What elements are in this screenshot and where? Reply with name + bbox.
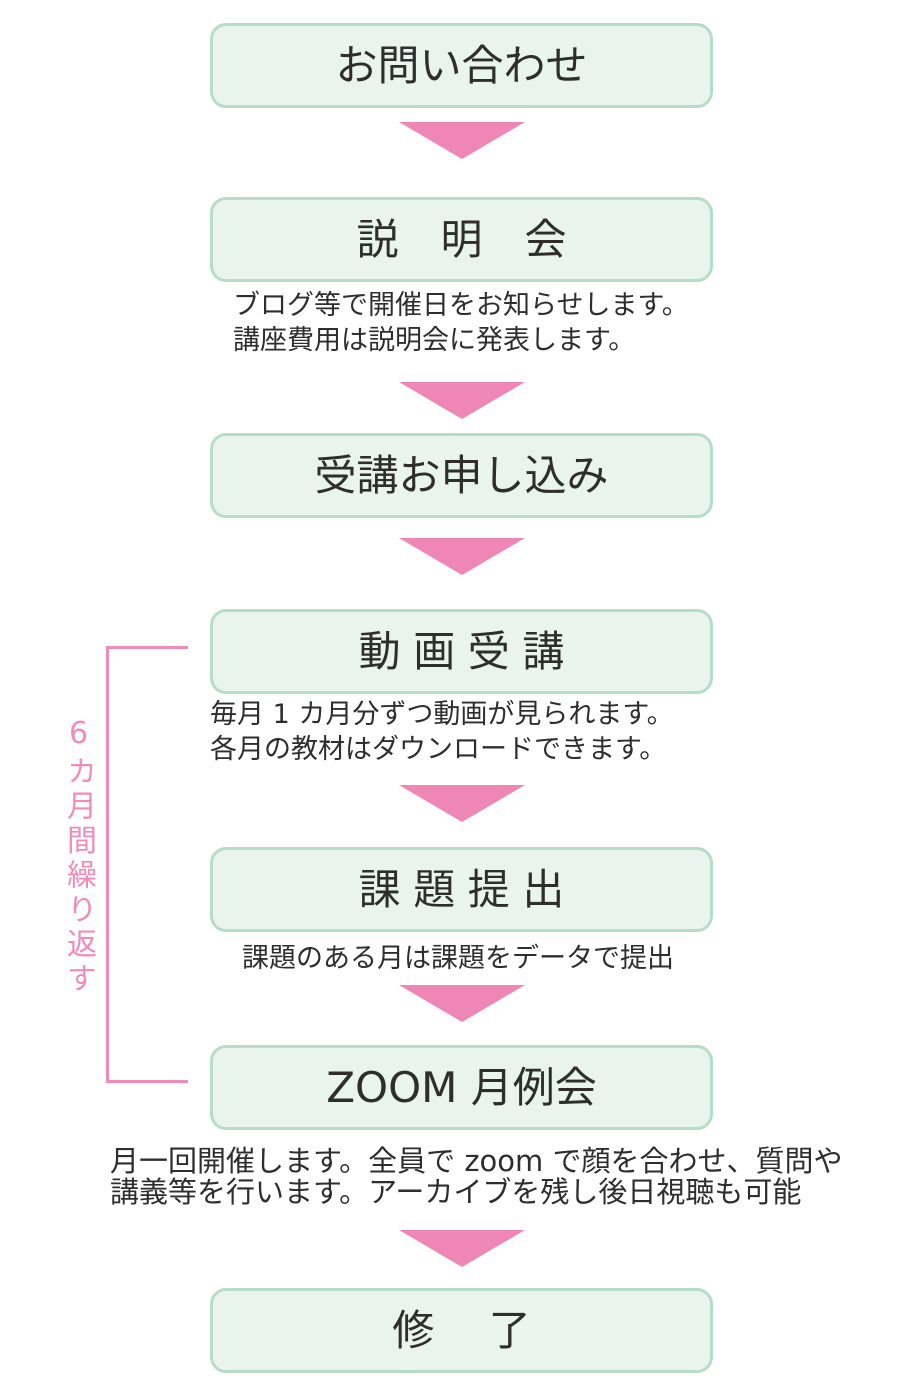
repeat-duration-label: 6カ月間繰り返す xyxy=(61,716,96,997)
arrow-down-icon xyxy=(399,122,525,159)
assignment-caption: 課題のある月は課題をデータで提出 xyxy=(242,941,674,976)
caption-line: 課題のある月は課題をデータで提出 xyxy=(242,943,674,974)
step-title-assignment: 課題提出 xyxy=(358,864,577,914)
caption-line: 講座費用は説明会に発表します。 xyxy=(233,325,636,356)
step-title-zoom-meeting: ZOOM 月例会 xyxy=(326,1062,597,1112)
step-box-info-session: 説明会 xyxy=(210,197,713,282)
arrow-down-icon xyxy=(399,382,525,419)
caption-line: 講義等を行います。アーカイブを残し後日視聴も可能 xyxy=(110,1175,802,1209)
step-title-info-session: 説明会 xyxy=(356,214,609,264)
step-title-video-course: 動画受講 xyxy=(358,626,577,676)
step-title-application: 受講お申し込み xyxy=(314,450,609,500)
step-box-inquiry: お問い合わせ xyxy=(210,23,713,108)
arrow-down-icon xyxy=(399,1230,525,1267)
step-box-application: 受講お申し込み xyxy=(210,433,713,518)
info-session-caption: ブログ等で開催日をお知らせします。 講座費用は説明会に発表します。 xyxy=(233,288,689,358)
caption-line: 月一回開催します。全員で zoom で顔を合わせ、質問や xyxy=(110,1144,843,1178)
step-box-video-course: 動画受講 xyxy=(210,609,713,694)
step-title-completion: 修了 xyxy=(392,1305,586,1355)
repeat-bracket-line xyxy=(106,646,188,1083)
video-course-caption: 毎月 1 カ月分ずつ動画が見られます。 各月の教材はダウンロードできます。 xyxy=(210,697,674,767)
caption-line: ブログ等で開催日をお知らせします。 xyxy=(233,290,689,321)
step-box-completion: 修了 xyxy=(210,1288,713,1373)
arrow-down-icon xyxy=(399,538,525,575)
step-title-inquiry: お問い合わせ xyxy=(335,40,588,90)
zoom-meeting-caption: 月一回開催します。全員で zoom で顔を合わせ、質問や 講義等を行います。アー… xyxy=(110,1146,843,1208)
arrow-down-icon xyxy=(399,785,525,822)
step-box-assignment: 課題提出 xyxy=(210,847,713,932)
step-box-zoom-meeting: ZOOM 月例会 xyxy=(210,1045,713,1130)
arrow-down-icon xyxy=(399,985,525,1022)
caption-line: 毎月 1 カ月分ずつ動画が見られます。 xyxy=(210,699,674,730)
caption-line: 各月の教材はダウンロードできます。 xyxy=(210,734,667,765)
